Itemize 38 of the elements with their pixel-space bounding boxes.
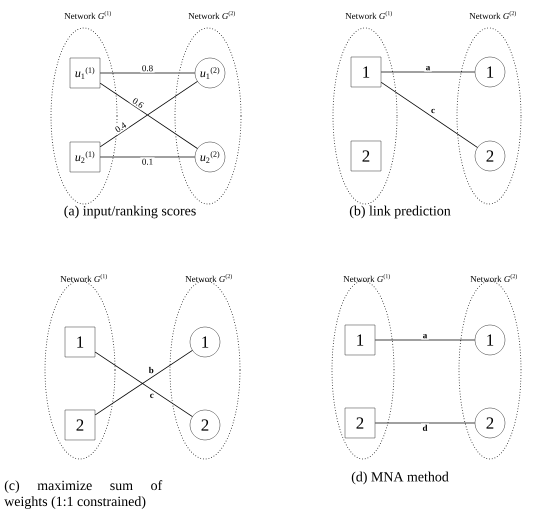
network-heading: Network G$^{(1)}$ — [344, 274, 390, 282]
edge-label: 0.8 — [140, 64, 155, 73]
square-node: 2 — [344, 408, 376, 438]
edge-label: a — [421, 332, 429, 340]
network-heading: Network G$^{(2)}$ — [470, 10, 516, 20]
circle-node: 1 — [474, 324, 506, 356]
circle-node: 2 — [190, 410, 220, 440]
edge-label: a — [424, 64, 432, 72]
network-heading: Network G$^{(1)}$ — [64, 10, 112, 20]
square-node: 1 — [344, 324, 376, 356]
edge-label: b — [147, 365, 156, 375]
caption: (a) input/ranking scores — [64, 206, 196, 218]
edge-label: c — [430, 107, 436, 115]
square-node: 1 — [64, 326, 96, 358]
edge-label: c — [148, 392, 156, 400]
square-node: 2 — [350, 140, 382, 172]
network-heading: Network G$^{(2)}$ — [188, 10, 236, 20]
circle-node: 2 — [474, 408, 506, 438]
edge-label: d — [421, 423, 429, 432]
edge-label: 0.6 — [130, 95, 146, 111]
network-heading: Network G$^{(1)}$ — [60, 274, 108, 282]
link-line — [380, 82, 478, 148]
circle-node: 1 — [474, 56, 506, 88]
caption: (c) maximize sum of weights (1:1 constrained) — [4, 480, 162, 509]
network-heading: Network G$^{(2)}$ — [186, 274, 232, 282]
network-heading: Network G$^{(1)}$ — [346, 10, 392, 20]
circle-node: 2 — [474, 140, 506, 172]
square-node: 1 — [350, 56, 382, 88]
caption: (d) MNA method — [352, 472, 449, 484]
edge-label: 0.1 — [140, 157, 155, 166]
square-node: 2 — [64, 410, 96, 440]
link-line — [374, 422, 476, 424]
link-line — [100, 156, 196, 158]
network-heading: Network G$^{(2)}$ — [470, 274, 518, 282]
circle-node: 1 — [190, 326, 220, 358]
link-line — [100, 72, 196, 74]
edge-label: 0.4 — [112, 120, 130, 136]
caption: (b) link prediction — [350, 206, 451, 218]
